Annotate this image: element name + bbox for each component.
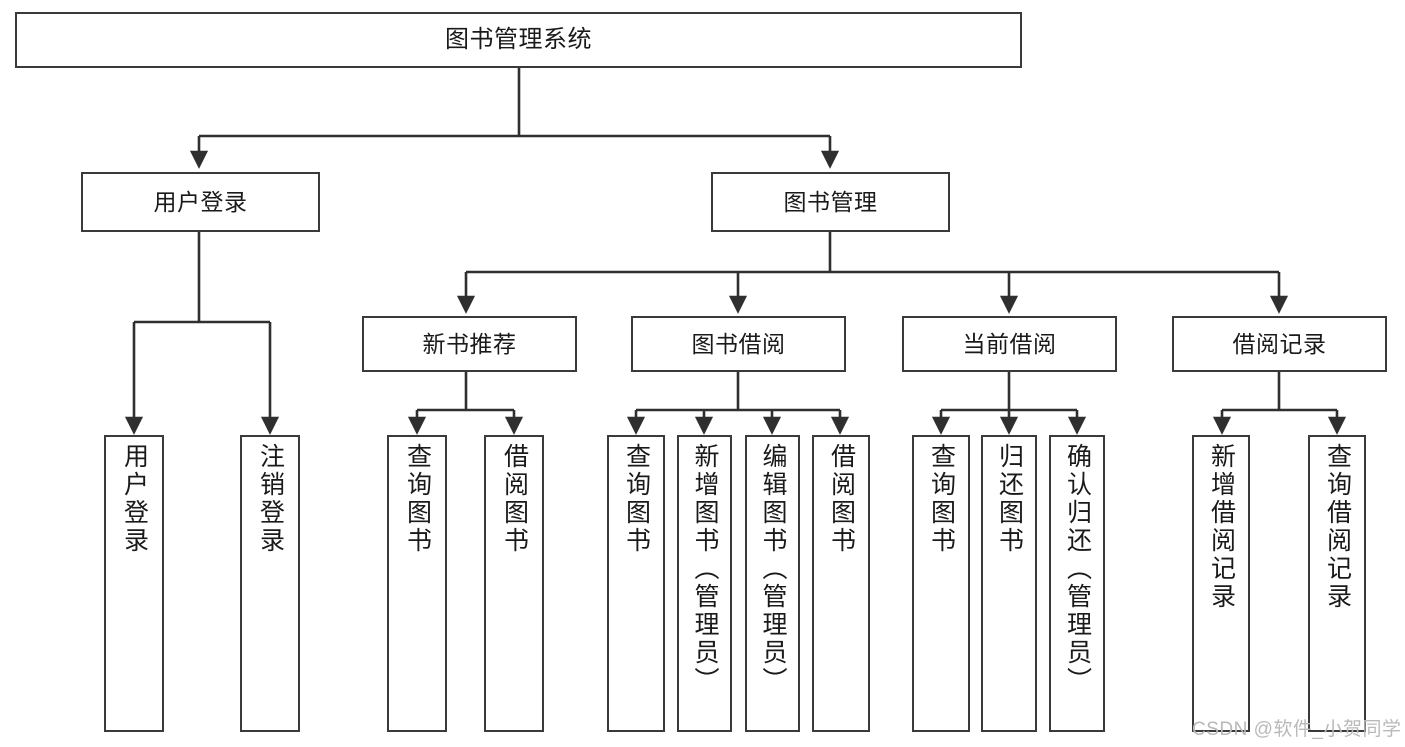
node-root-label: 图书管理系统 <box>445 26 592 54</box>
watermark: CSDN @软件_小贺同学 <box>1192 719 1402 740</box>
leaf-return-book-label: 归还图书 <box>995 443 1024 555</box>
node-user-login[interactable]: 用户登录 <box>81 172 320 232</box>
node-current-borrow[interactable]: 当前借阅 <box>902 316 1117 372</box>
leaf-query-book-1-label: 查询图书 <box>403 443 432 555</box>
leaf-user-login[interactable]: 用户登录 <box>104 435 164 732</box>
node-borrow-record-label: 借阅记录 <box>1232 330 1327 357</box>
node-new-book-recommend-label: 新书推荐 <box>422 330 517 357</box>
leaf-add-book-label: 新增图书（管理员） <box>691 443 719 695</box>
node-book-manage-label: 图书管理 <box>783 188 878 215</box>
leaf-borrow-book-1-label: 借阅图书 <box>500 443 529 555</box>
leaf-return-book[interactable]: 归还图书 <box>981 435 1037 732</box>
leaf-edit-book[interactable]: 编辑图书（管理员） <box>745 435 800 732</box>
leaf-add-record-label: 新增借阅记录 <box>1207 443 1236 611</box>
leaf-confirm-return-label: 确认归还（管理员） <box>1063 443 1092 695</box>
leaf-query-book-2[interactable]: 查询图书 <box>607 435 665 732</box>
leaf-add-record[interactable]: 新增借阅记录 <box>1192 435 1250 732</box>
node-root[interactable]: 图书管理系统 <box>15 12 1022 68</box>
leaf-borrow-book-2[interactable]: 借阅图书 <box>812 435 870 732</box>
node-current-borrow-label: 当前借阅 <box>962 330 1057 357</box>
leaf-borrow-book-2-label: 借阅图书 <box>827 443 856 555</box>
leaf-query-book-1[interactable]: 查询图书 <box>387 435 447 732</box>
leaf-user-login-label: 用户登录 <box>120 443 149 555</box>
node-borrow-record[interactable]: 借阅记录 <box>1172 316 1387 372</box>
leaf-query-record[interactable]: 查询借阅记录 <box>1308 435 1366 732</box>
leaf-query-book-2-label: 查询图书 <box>622 443 651 555</box>
node-book-borrow-label: 图书借阅 <box>691 330 786 357</box>
leaf-confirm-return[interactable]: 确认归还（管理员） <box>1049 435 1105 732</box>
leaf-edit-book-label: 编辑图书（管理员） <box>759 443 787 695</box>
node-book-manage[interactable]: 图书管理 <box>711 172 950 232</box>
leaf-borrow-book-1[interactable]: 借阅图书 <box>484 435 544 732</box>
leaf-logout-label: 注销登录 <box>256 443 285 555</box>
node-new-book-recommend[interactable]: 新书推荐 <box>362 316 577 372</box>
leaf-add-book[interactable]: 新增图书（管理员） <box>677 435 732 732</box>
leaf-query-book-3[interactable]: 查询图书 <box>912 435 970 732</box>
node-book-borrow[interactable]: 图书借阅 <box>631 316 846 372</box>
leaf-query-book-3-label: 查询图书 <box>927 443 956 555</box>
node-user-login-label: 用户登录 <box>153 188 248 215</box>
leaf-logout[interactable]: 注销登录 <box>240 435 300 732</box>
leaf-query-record-label: 查询借阅记录 <box>1323 443 1352 611</box>
